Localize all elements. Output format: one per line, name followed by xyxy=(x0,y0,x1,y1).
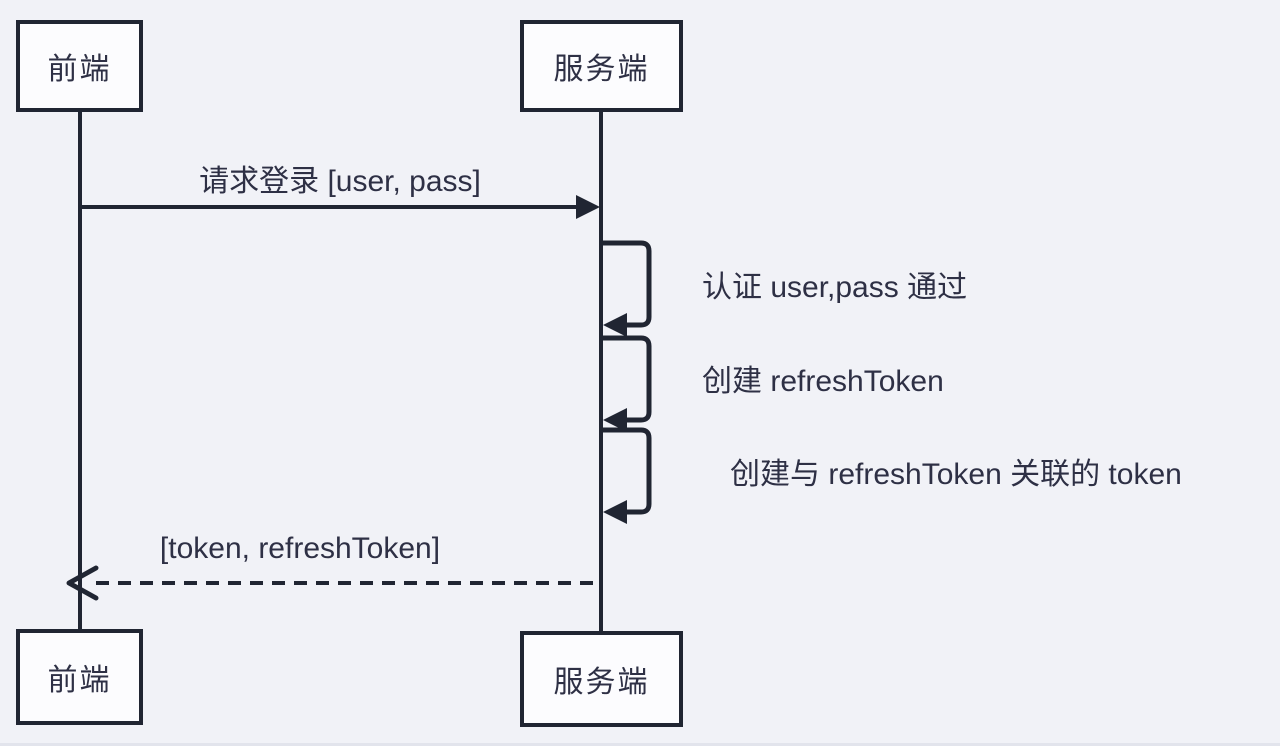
actor-label-frontend-top: 前端 xyxy=(47,53,112,86)
actor-label-frontend-bottom: 前端 xyxy=(47,664,112,697)
message-label-create-refresh-token: 创建 refreshToken xyxy=(702,365,944,398)
self-loop-create-token xyxy=(601,427,652,524)
message-label-login-request: 请求登录 [user, pass] xyxy=(199,165,481,198)
self-loop-auth xyxy=(601,240,652,337)
actor-box-frontend-top: 前端 xyxy=(16,20,143,112)
actor-label-server-bottom: 服务端 xyxy=(553,666,650,699)
self-loop-create-refresh-token xyxy=(601,335,652,432)
actor-box-server-top: 服务端 xyxy=(520,20,683,112)
message-label-token-return: [token, refreshToken] xyxy=(159,532,441,565)
arrow-token-return xyxy=(66,565,601,601)
message-label-auth: 认证 user,pass 通过 xyxy=(702,271,968,304)
actor-label-server-top: 服务端 xyxy=(553,53,650,86)
message-label-create-token: 创建与 refreshToken 关联的 token xyxy=(730,458,1182,491)
actor-box-frontend-bottom: 前端 xyxy=(16,629,143,725)
bottom-edge-divider xyxy=(0,743,1280,746)
actor-box-server-bottom: 服务端 xyxy=(520,631,683,727)
arrow-login-request xyxy=(80,195,600,219)
